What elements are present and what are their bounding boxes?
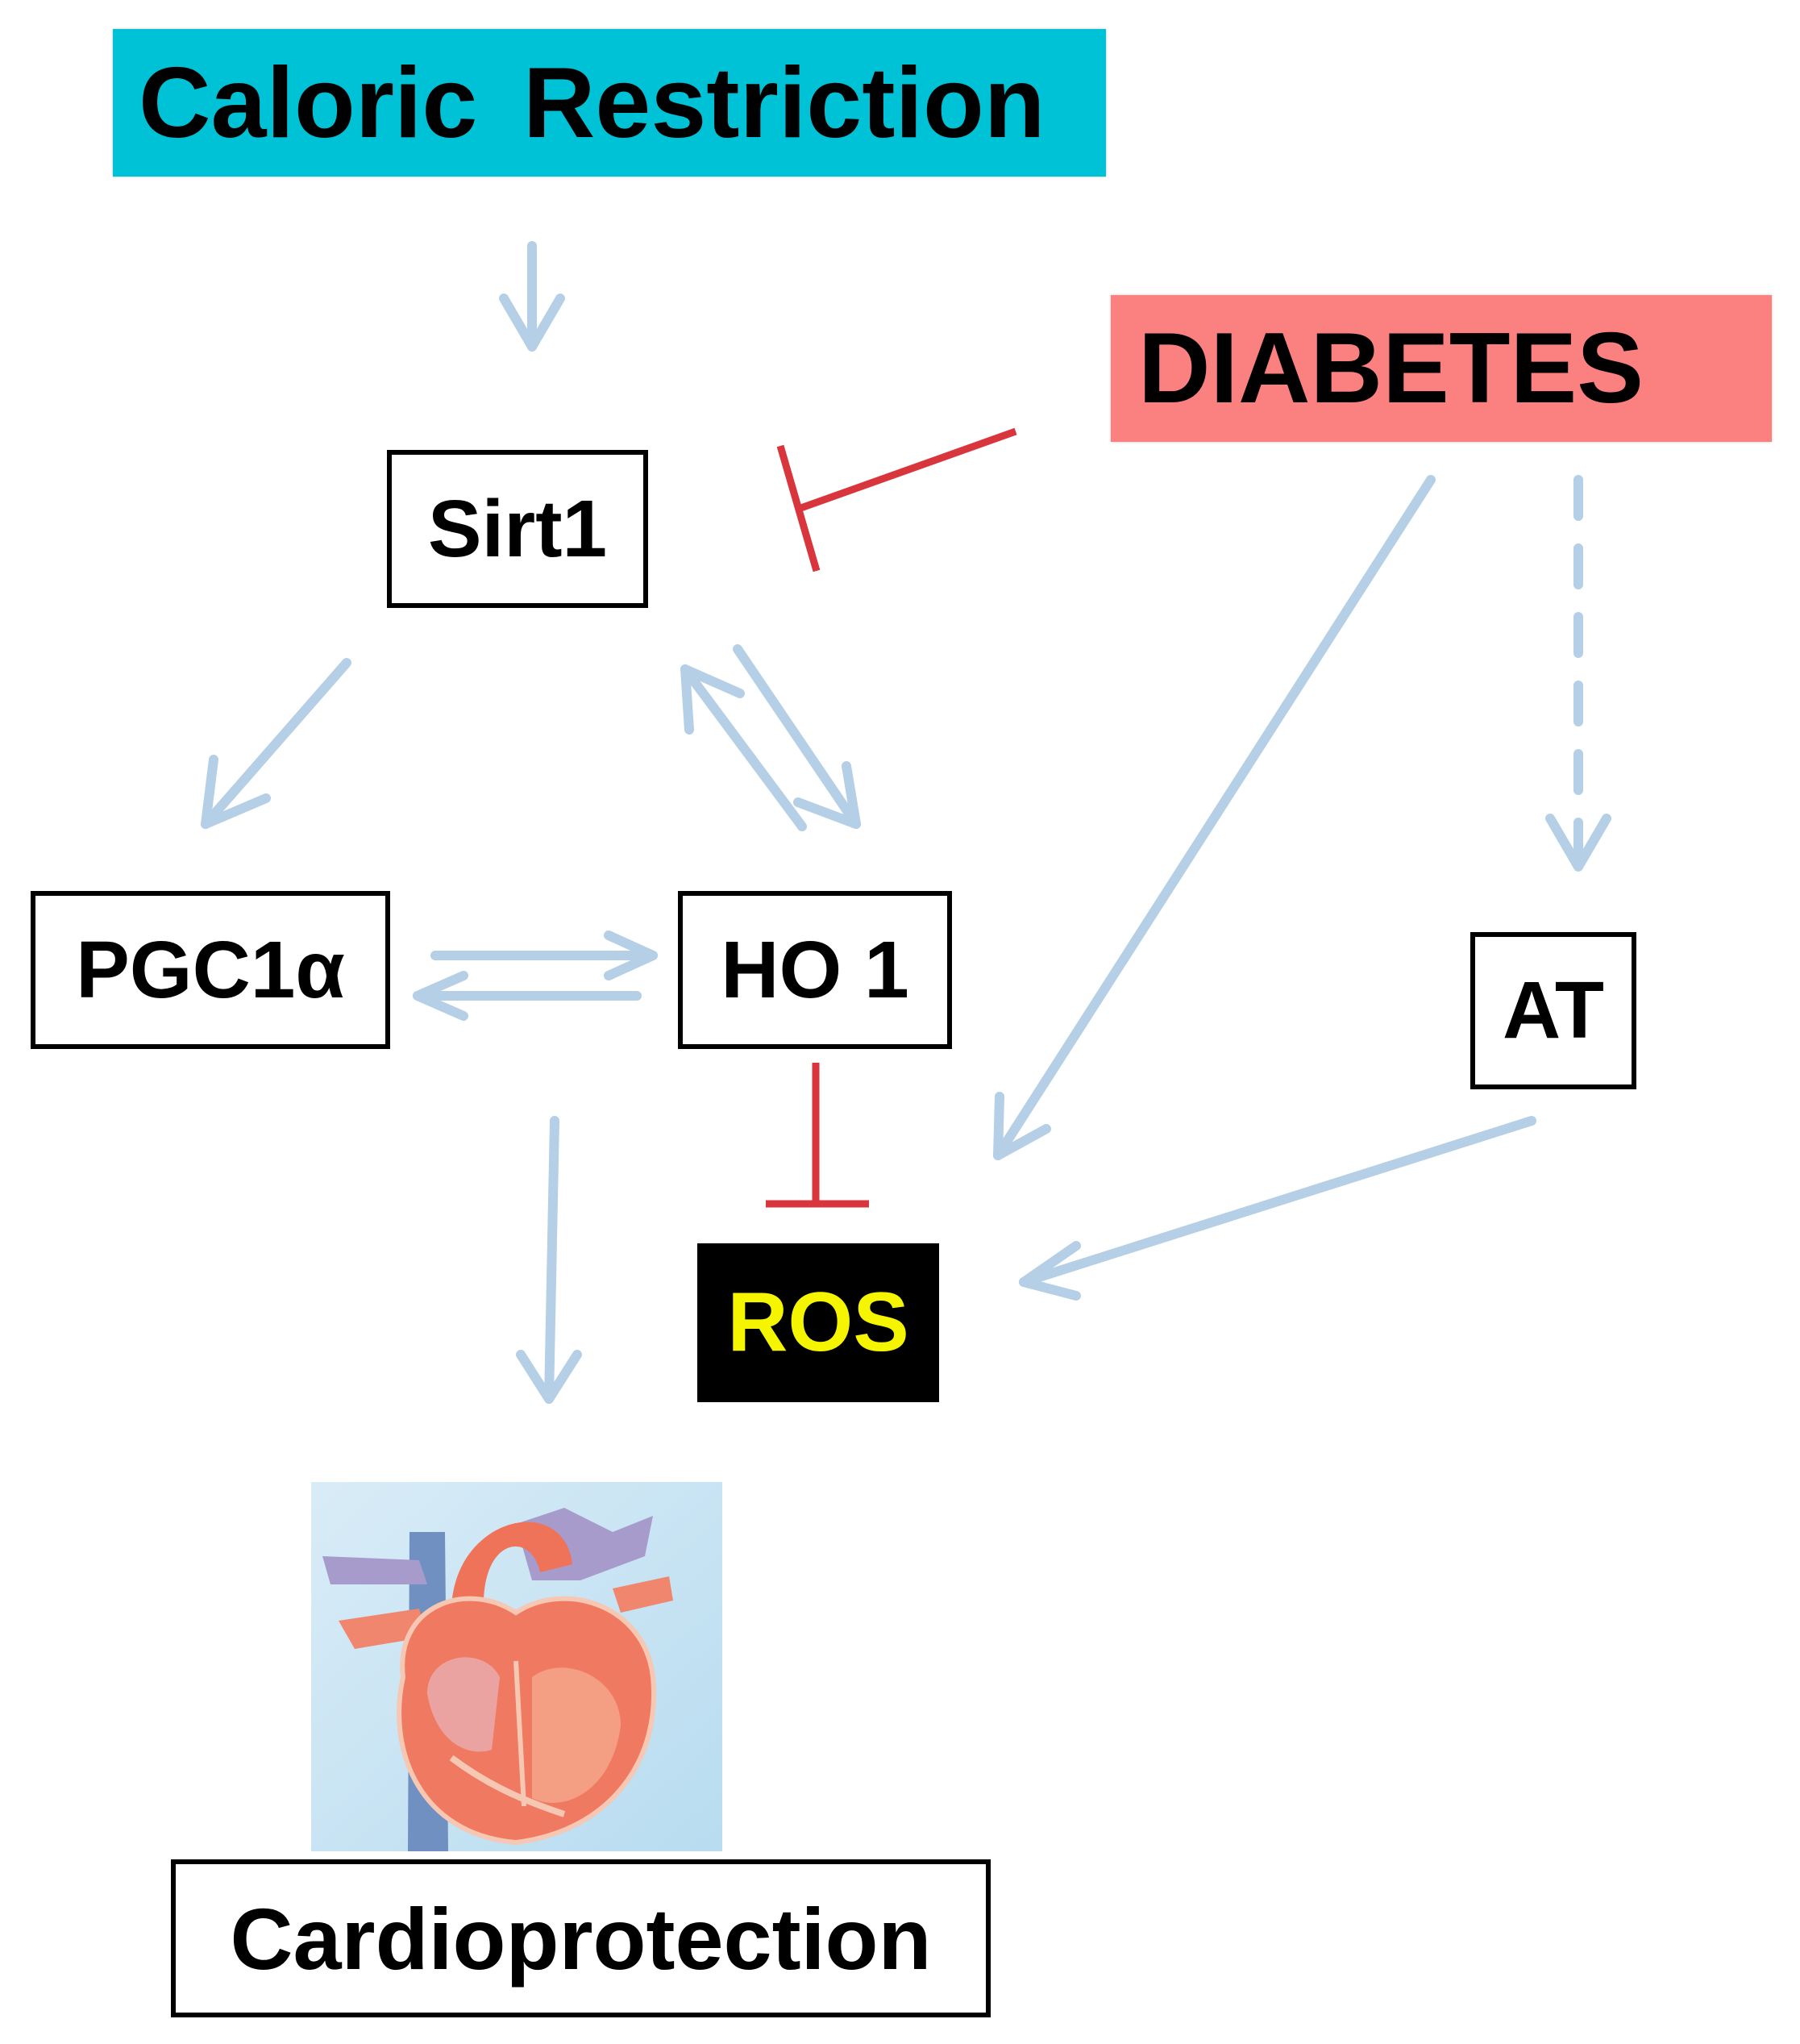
arrow-diabetes-to-at-dashed bbox=[1545, 475, 1611, 872]
arrow-at-to-ros bbox=[1019, 1116, 1536, 1301]
arrow-caloric-to-sirt1 bbox=[499, 241, 565, 352]
diabetes-node: DIABETES bbox=[1111, 295, 1772, 442]
cardioprotection-node: Cardioprotection bbox=[171, 1859, 991, 2017]
sirt1-node: Sirt1 bbox=[387, 450, 648, 608]
ho1-node: HO 1 bbox=[678, 891, 952, 1049]
arrow-ho1-to-sirt1 bbox=[680, 664, 807, 831]
inhibit-diabetes-sirt1 bbox=[776, 427, 1017, 572]
inhibit-ho1-ros bbox=[766, 1063, 869, 1208]
at-node: AT bbox=[1470, 932, 1636, 1089]
arrow-sirt1-to-pgc bbox=[201, 658, 351, 829]
caloric-restriction-node: Caloric Restriction bbox=[113, 29, 1106, 177]
heart-illustration bbox=[311, 1482, 722, 1851]
pgc1a-node: PGC1α bbox=[31, 891, 390, 1049]
arrow-sirt1-to-ho1 bbox=[733, 644, 861, 829]
arrow-diabetes-to-ros bbox=[993, 475, 1436, 1160]
arrow-pgc-to-ho1 bbox=[430, 930, 658, 980]
arrow-ho1-to-pgc bbox=[413, 971, 642, 1021]
arrow-to-cardioprotection bbox=[516, 1116, 582, 1404]
ros-node: ROS bbox=[697, 1243, 939, 1402]
